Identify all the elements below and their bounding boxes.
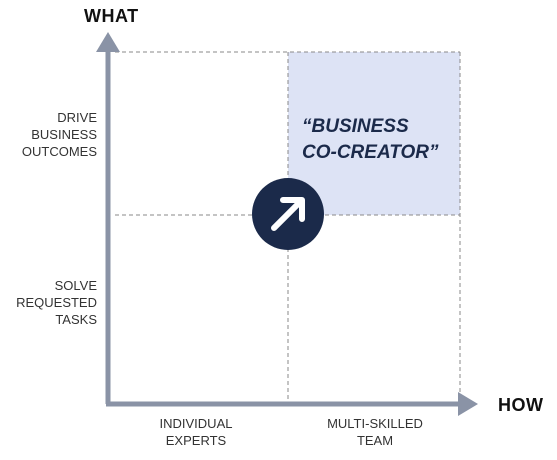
- y-axis-arrowhead: [96, 32, 120, 52]
- x-axis-arrowhead: [458, 392, 478, 416]
- y-level-bottom-line-3: TASKS: [55, 312, 97, 327]
- highlight-line-2: CO-CREATOR”: [302, 142, 439, 163]
- highlight-quadrant: [288, 52, 460, 215]
- highlight-quadrant-label: “BUSINESS CO-CREATOR”: [302, 114, 439, 166]
- y-level-label-top: DRIVE BUSINESS OUTCOMES: [22, 109, 97, 160]
- y-level-top-line-2: BUSINESS: [31, 127, 97, 142]
- x-level-left-line-2: EXPERTS: [165, 433, 227, 448]
- center-badge: [252, 178, 324, 250]
- y-level-label-bottom: SOLVE REQUESTED TASKS: [16, 277, 97, 328]
- x-axis-title: HOW: [498, 395, 544, 415]
- y-axis-title: WHAT: [84, 6, 139, 26]
- y-level-top-line-3: OUTCOMES: [21, 144, 97, 159]
- arrow-up-right-icon: [271, 197, 305, 231]
- y-level-top-line-1: DRIVE: [57, 110, 97, 125]
- x-level-label-left: INDIVIDUAL EXPERTS: [136, 415, 256, 449]
- x-level-label-right: MULTI-SKILLED TEAM: [313, 415, 437, 449]
- x-level-right-line-1: MULTI-SKILLED: [327, 416, 423, 431]
- x-level-right-line-2: TEAM: [356, 433, 394, 448]
- x-level-left-line-1: INDIVIDUAL: [159, 416, 233, 431]
- y-level-bottom-line-2: REQUESTED: [16, 295, 97, 310]
- y-level-bottom-line-1: SOLVE: [54, 278, 97, 293]
- highlight-line-1: “BUSINESS: [302, 116, 409, 137]
